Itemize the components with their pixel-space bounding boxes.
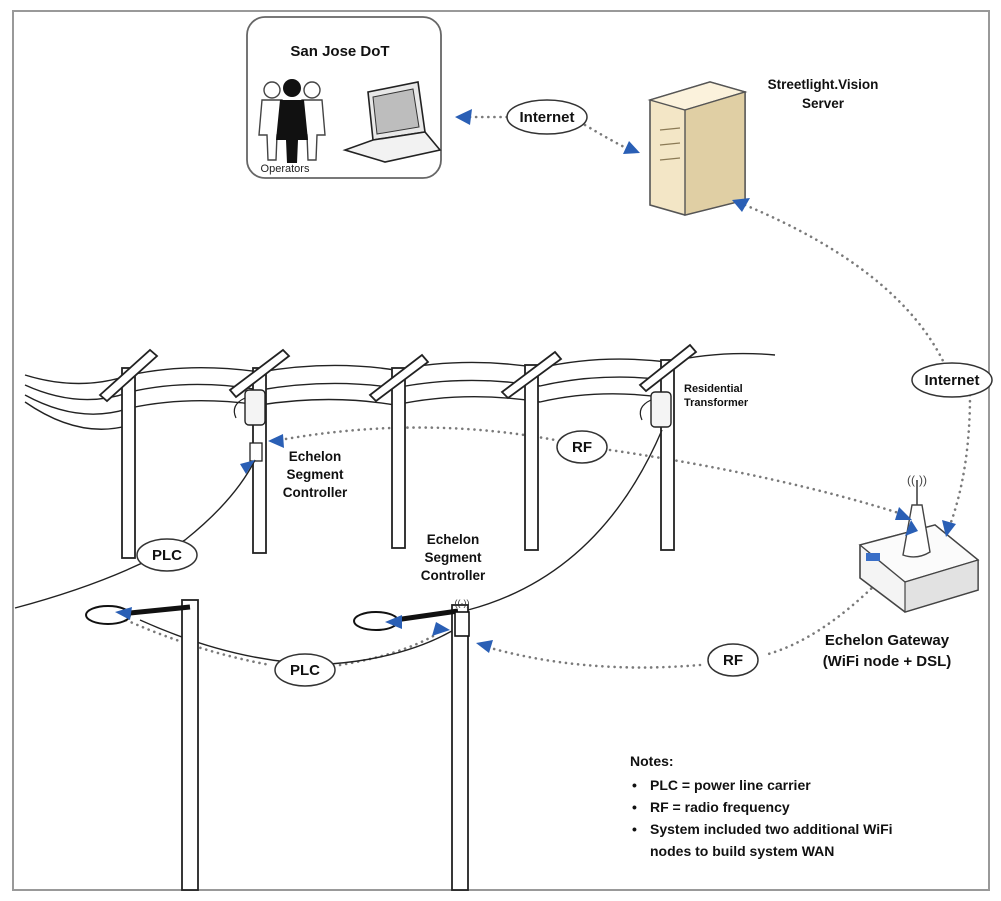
cloud-plc-left: PLC — [136, 538, 198, 572]
svg-text:•: • — [632, 821, 637, 837]
svg-text:Internet: Internet — [924, 372, 979, 389]
arrow-rf-to-lower-controller — [476, 640, 493, 653]
cloud-rf-lower: RF — [707, 643, 759, 677]
svg-text:PLC: PLC — [152, 547, 182, 564]
residential-label-line2: Transformer — [684, 397, 749, 409]
link-rf-upper-gateway — [608, 448, 907, 517]
svg-text:PLC: PLC — [290, 662, 320, 679]
antenna-icon: ((·)) — [907, 473, 927, 487]
operators-icon — [258, 79, 326, 163]
segment-controller-icon — [249, 442, 263, 462]
svg-text:Internet: Internet — [519, 109, 574, 126]
link-plc-lower-right — [338, 633, 437, 667]
arrow-to-antenna — [905, 520, 918, 536]
arrow-plc-to-upper-controller — [240, 460, 255, 474]
arrow-to-gateway-from-internet — [942, 520, 956, 537]
svg-text:•: • — [632, 777, 637, 793]
notes-item-wifi-line1: System included two additional WiFi — [650, 821, 893, 837]
seg-ctrl-upper-line1: Echelon — [289, 449, 342, 464]
seg-ctrl-upper-line2: Segment — [286, 467, 344, 482]
arrowheads — [115, 109, 956, 653]
cloud-plc-lower: PLC — [274, 653, 336, 687]
server-label-line1: Streetlight.Vision — [768, 77, 879, 92]
svg-text:RF: RF — [723, 652, 743, 669]
arrow-to-left-streetlight — [115, 607, 132, 620]
operators-label: Operators — [261, 163, 310, 175]
cloud-internet-top: Internet — [506, 99, 588, 135]
diagram-frame — [12, 10, 990, 891]
utility-pole-icon — [98, 348, 159, 559]
antenna-icon: ((·)) — [455, 598, 470, 608]
cloud-rf-upper: RF — [556, 430, 608, 464]
laptop-icon — [342, 81, 442, 163]
notes-item-wifi-line2: nodes to build system WAN — [650, 843, 834, 859]
gateway-label-line2: (WiFi node + DSL) — [823, 653, 952, 670]
utility-pole-icon — [368, 353, 430, 549]
arrow-to-server — [623, 141, 640, 154]
gateway-label-line1: Echelon Gateway — [825, 632, 950, 649]
transformer-icon — [233, 389, 266, 426]
arrow-to-gateway-from-rf — [895, 507, 912, 520]
seg-ctrl-upper-line3: Controller — [283, 485, 348, 500]
transformer-icon — [639, 391, 672, 428]
power-line-system — [24, 343, 776, 559]
cloud-internet-right: Internet — [911, 362, 993, 398]
arrow-to-upper-controller — [268, 434, 284, 448]
dot-title: San Jose DoT — [290, 43, 389, 60]
utility-pole-icon — [500, 350, 563, 551]
notes-title: Notes: — [630, 753, 674, 769]
streetlight-icon — [85, 599, 199, 891]
seg-ctrl-lower-line1: Echelon — [427, 532, 480, 547]
notes-item-plc: PLC = power line carrier — [650, 777, 811, 793]
link-plc-lower-left — [113, 613, 272, 667]
residential-label-line1: Residential — [684, 383, 743, 395]
link-rf-upper-segment — [278, 426, 557, 442]
notes-block: Notes: • PLC = power line carrier • RF =… — [630, 753, 893, 859]
segment-controller-icon — [454, 611, 470, 637]
dot-operations-box: San Jose DoT Operators — [246, 16, 442, 179]
server-icon — [647, 81, 748, 216]
arrow-to-dot — [455, 109, 472, 125]
seg-ctrl-lower-line3: Controller — [421, 568, 486, 583]
plc-cable-to-transformer — [467, 429, 663, 611]
seg-ctrl-lower-line2: Segment — [424, 550, 482, 565]
arrow-plc-to-lower-controller — [432, 622, 450, 636]
arrow-to-server-from-internet — [732, 198, 750, 212]
svg-text:RF: RF — [572, 439, 592, 456]
svg-text:•: • — [632, 799, 637, 815]
link-server-to-internet-right — [743, 203, 947, 367]
streetlight-icon: ((·)) — [353, 598, 470, 891]
server-label-line2: Server — [802, 96, 845, 111]
notes-item-rf: RF = radio frequency — [650, 799, 790, 815]
arrow-to-right-streetlight — [385, 615, 402, 629]
link-rf-lower-controller — [478, 643, 702, 669]
link-rf-lower-gateway — [763, 578, 882, 657]
